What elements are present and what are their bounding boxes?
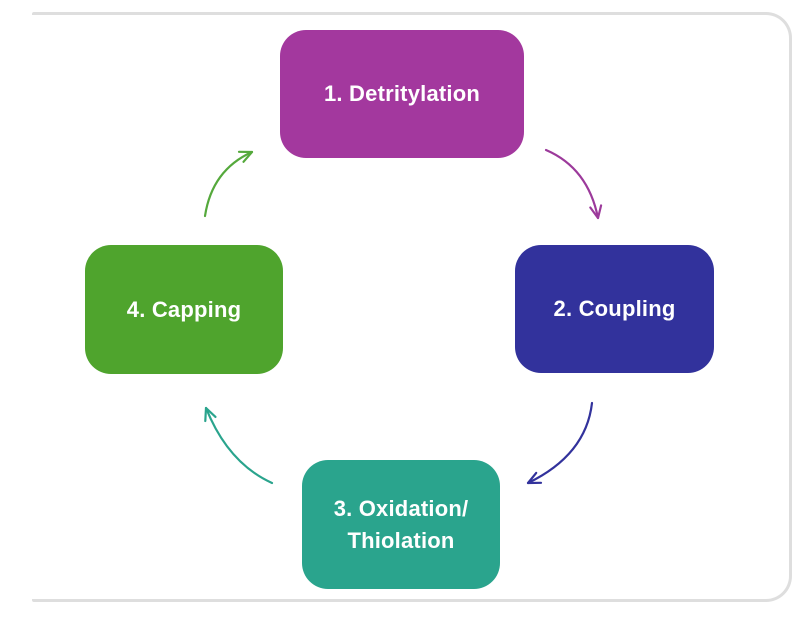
step-box-oxidation-thiolation: 3. Oxidation/ Thiolation <box>302 460 500 589</box>
step-label-oxidation-line2: Thiolation <box>347 527 455 553</box>
step-label-oxidation-line1: 3. Oxidation/ <box>333 495 469 521</box>
step-label-detritylation: 1. Detritylation <box>323 81 480 107</box>
step-box-capping: 4. Capping <box>85 245 283 374</box>
card-border <box>32 12 792 602</box>
step-label-coupling: 2. Coupling <box>553 296 676 322</box>
step-box-coupling: 2. Coupling <box>515 245 714 373</box>
step-box-detritylation: 1. Detritylation <box>280 30 524 158</box>
step-label-capping: 4. Capping <box>126 296 242 322</box>
